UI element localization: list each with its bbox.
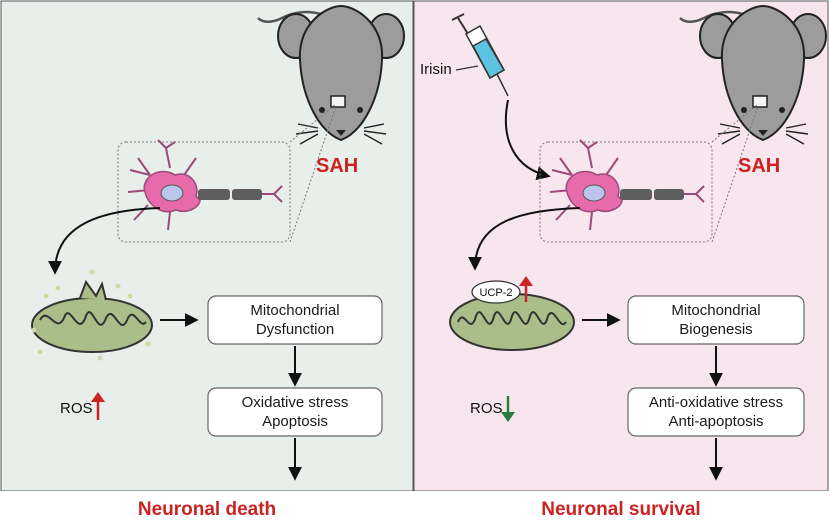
outcome-left: Neuronal death — [138, 499, 276, 520]
sah-label-right: SAH — [738, 155, 780, 177]
irisin-label: Irisin — [420, 61, 452, 78]
box-mitochondrial-biogenesis — [627, 295, 805, 345]
ucp2-badge — [471, 280, 521, 304]
box-oxidative-stress — [207, 387, 383, 437]
curved-arrow-left — [48, 207, 161, 275]
ros-label-left: ROS — [60, 400, 93, 417]
curved-arrow-irisin — [504, 99, 551, 181]
mouse-icon-right — [679, 4, 827, 145]
neuron-inset-left — [117, 141, 291, 243]
outcome-right: Neuronal survival — [541, 499, 700, 520]
box2-line2-right: Anti-apoptosis — [668, 413, 763, 430]
box1-line1-left: Mitochondrial — [250, 302, 339, 319]
neuron-inset-right — [539, 141, 713, 243]
syringe-icon — [451, 13, 509, 97]
up-arrow-icon — [91, 392, 105, 420]
neuron-icon-right — [549, 139, 705, 231]
ros-label-right: ROS — [470, 400, 503, 417]
sah-label-left: SAH — [316, 155, 358, 177]
mitochondrion-damaged-icon — [31, 269, 153, 361]
box-anti-oxidative-stress — [627, 387, 805, 437]
box1-line2-right: Biogenesis — [679, 321, 752, 338]
box2-line2-left: Apoptosis — [262, 413, 328, 430]
ucp2-label: UCP-2 — [479, 287, 512, 299]
box2-line1-right: Anti-oxidative stress — [649, 394, 783, 411]
box1-line2-left: Dysfunction — [256, 321, 334, 338]
down-arrow-icon — [501, 396, 515, 422]
neuron-icon — [127, 139, 283, 231]
ucp2-up-arrow-icon — [519, 276, 533, 302]
box2-line1-left: Oxidative stress — [242, 394, 349, 411]
curved-arrow-right — [468, 207, 581, 271]
box1-line1-right: Mitochondrial — [671, 302, 760, 319]
mouse-icon — [257, 4, 405, 145]
box-mitochondrial-dysfunction — [207, 295, 383, 345]
mitochondrion-healthy-icon — [449, 293, 575, 351]
